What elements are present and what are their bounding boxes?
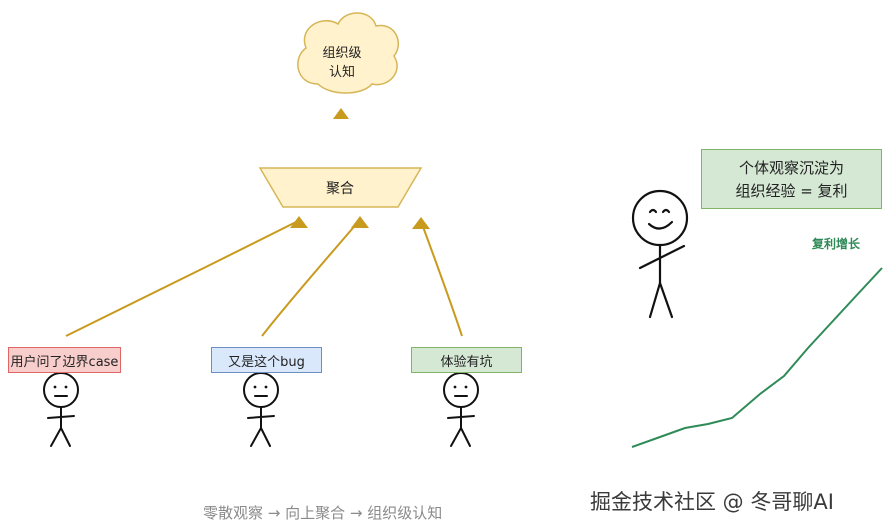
stick-figure-3 <box>443 372 479 447</box>
observation-box-1: 用户问了边界case <box>8 347 121 373</box>
cloud-label-line2: 认知 <box>328 65 355 80</box>
stick-figure-2 <box>243 372 279 447</box>
cloud-label-line1: 组织级 <box>322 46 362 61</box>
growth-curve <box>631 267 883 448</box>
stick-figure-presenter <box>631 189 689 319</box>
observation-box-2: 又是这个bug <box>211 347 322 373</box>
aggregate-label: 聚合 <box>326 181 354 197</box>
growth-label: 复利增长 <box>812 237 861 251</box>
callout-box: 个体观察沉淀为 组织经验 = 复利 <box>701 149 882 209</box>
caption: 零散观察 → 向上聚合 → 组织级认知 <box>203 504 443 522</box>
cloud-shape <box>297 12 399 94</box>
arrowhead-right <box>412 217 430 229</box>
observation-label-3: 体验有坑 <box>440 354 493 370</box>
cloud-label: 组织级 认知 <box>312 44 372 82</box>
callout-line1: 个体观察沉淀为 <box>738 159 844 177</box>
observation-box-3: 体验有坑 <box>411 347 522 373</box>
arrowhead-middle <box>351 216 369 228</box>
arrow-left <box>65 221 297 337</box>
aggregate-trapezoid <box>258 167 423 208</box>
cloud-arrowhead <box>333 108 349 119</box>
arrow-middle <box>261 221 359 337</box>
watermark: 掘金技术社区 @ 冬哥聊AI <box>590 490 834 514</box>
observation-label-1: 用户问了边界case <box>10 354 119 370</box>
arrowhead-left <box>290 216 308 228</box>
callout-line2: 组织经验 = 复利 <box>735 182 848 200</box>
observation-label-2: 又是这个bug <box>228 354 305 370</box>
stick-figure-1 <box>43 372 79 447</box>
arrow-right <box>421 223 463 337</box>
